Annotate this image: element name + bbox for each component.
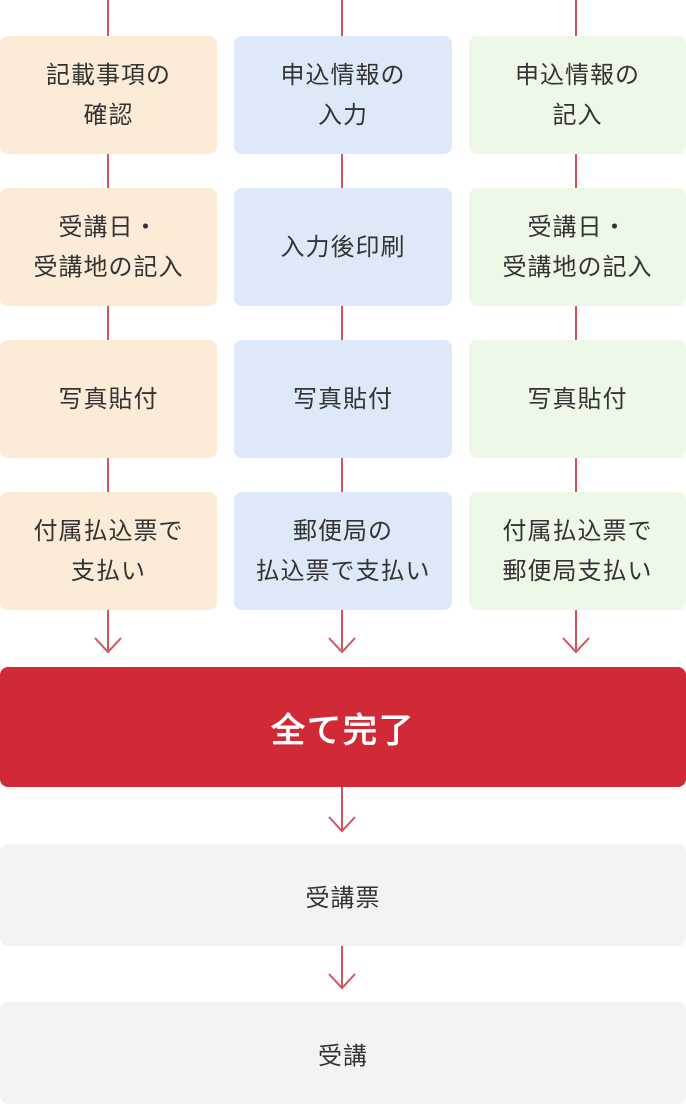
column-1-line — [341, 0, 343, 650]
ticket-box: 受講票 — [0, 844, 686, 946]
col-0-step-3-label: 付属払込票で 支払い — [33, 517, 184, 585]
col-2-step-3-label: 付属払込票で 郵便局支払い — [502, 517, 653, 585]
complete-box: 全て完了 — [0, 667, 686, 787]
ticket-to-attend-arrow-icon — [328, 973, 356, 990]
col-2-step-0-label: 申込情報の 記入 — [515, 61, 640, 129]
column-2-line — [575, 0, 577, 650]
col-0-step-3: 付属払込票で 支払い — [0, 492, 217, 610]
complete-to-ticket-arrow-icon — [328, 816, 356, 833]
col-1-step-1: 入力後印刷 — [234, 188, 452, 306]
attend-label: 受講 — [318, 1041, 368, 1070]
col-0-step-1: 受講日・ 受講地の記入 — [0, 188, 217, 306]
col-1-step-3: 郵便局の 払込票で支払い — [234, 492, 452, 610]
col-2-step-1: 受講日・ 受講地の記入 — [469, 188, 686, 306]
column-0-line — [107, 0, 109, 650]
col-0-arrow-icon — [94, 637, 122, 654]
col-2-step-1-label: 受講日・ 受講地の記入 — [502, 213, 653, 281]
ticket-to-attend-line — [341, 946, 343, 988]
col-2-step-3: 付属払込票で 郵便局支払い — [469, 492, 686, 610]
col-0-step-0: 記載事項の 確認 — [0, 36, 217, 154]
attend-box: 受講 — [0, 1002, 686, 1104]
col-1-step-1-label: 入力後印刷 — [280, 233, 406, 261]
ticket-label: 受講票 — [305, 883, 381, 912]
col-2-step-0: 申込情報の 記入 — [469, 36, 686, 154]
col-1-step-2: 写真貼付 — [234, 340, 452, 458]
col-1-step-2-label: 写真貼付 — [293, 385, 393, 413]
col-2-arrow-icon — [562, 637, 590, 654]
col-0-step-0-label: 記載事項の 確認 — [46, 61, 171, 129]
col-1-step-0: 申込情報の 入力 — [234, 36, 452, 154]
col-0-step-2: 写真貼付 — [0, 340, 217, 458]
complete-to-ticket-line — [341, 787, 343, 831]
col-1-step-0-label: 申込情報の 入力 — [280, 61, 406, 129]
col-0-step-1-label: 受講日・ 受講地の記入 — [33, 213, 184, 281]
col-2-step-2-label: 写真貼付 — [527, 385, 628, 413]
col-0-step-2-label: 写真貼付 — [58, 385, 159, 413]
col-1-arrow-icon — [328, 637, 356, 654]
col-2-step-2: 写真貼付 — [469, 340, 686, 458]
complete-label: 全て完了 — [271, 710, 415, 751]
col-1-step-3-label: 郵便局の 払込票で支払い — [255, 517, 431, 585]
